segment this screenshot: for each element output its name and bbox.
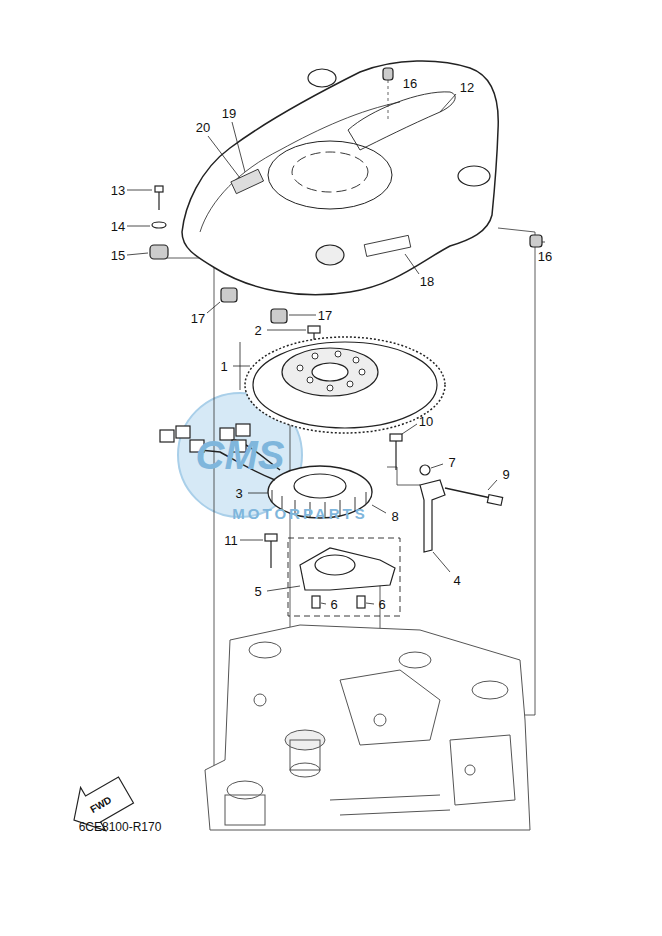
callout-number: 6 xyxy=(330,598,337,611)
callout-number: 9 xyxy=(502,468,509,481)
callout-number: 18 xyxy=(420,275,434,288)
callout-number: 1 xyxy=(220,360,227,373)
callout-number: 16 xyxy=(538,250,552,263)
callout-number: 6 xyxy=(378,598,385,611)
callout-number: 12 xyxy=(460,81,474,94)
callout-number: 13 xyxy=(111,184,125,197)
watermark-text: CMS xyxy=(196,435,285,475)
callout-number: 4 xyxy=(453,574,460,587)
top-cowling xyxy=(182,61,498,295)
reference-code: 6CE8100-R170 xyxy=(79,821,162,833)
callout-number: 15 xyxy=(111,249,125,262)
callout-number: 19 xyxy=(222,107,236,120)
callout-number: 20 xyxy=(196,121,210,134)
callout-number: 14 xyxy=(111,220,125,233)
callout-number: 2 xyxy=(254,324,261,337)
callout-number: 17 xyxy=(191,312,205,325)
callout-number: 3 xyxy=(235,487,242,500)
callout-number: 17 xyxy=(318,309,332,322)
callout-number: 8 xyxy=(391,510,398,523)
callout-number: 11 xyxy=(224,534,238,547)
watermark-text: MOTORPARTS xyxy=(232,506,367,521)
callout-number: 5 xyxy=(254,585,261,598)
callout-number: 16 xyxy=(403,77,417,90)
callout-number: 7 xyxy=(448,456,455,469)
callout-number: 10 xyxy=(419,415,433,428)
